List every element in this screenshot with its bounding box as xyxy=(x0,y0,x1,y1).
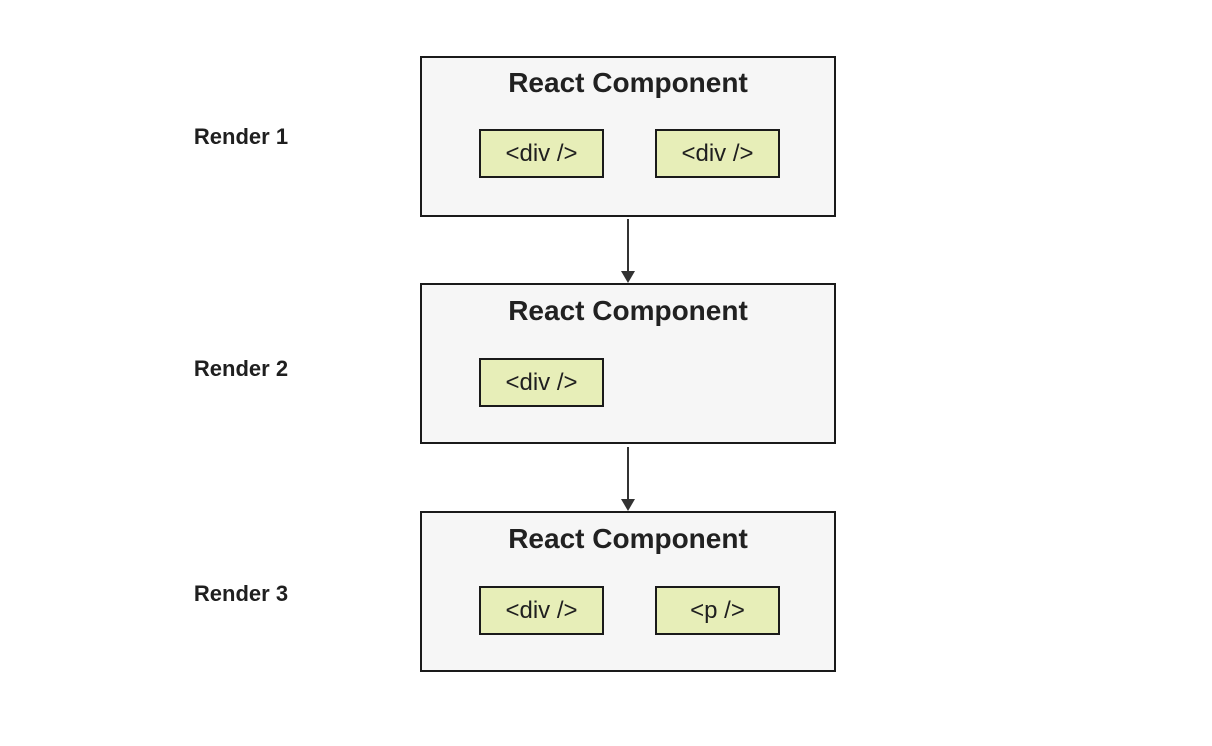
react-component-box-render-3: React Component <div /> <p /> xyxy=(420,511,836,672)
render-3-label: Render 3 xyxy=(193,581,289,606)
dom-element-div: <div /> xyxy=(655,129,780,178)
arrow-head xyxy=(621,271,635,283)
dom-element-div: <div /> xyxy=(479,129,604,178)
dom-element-p: <p /> xyxy=(655,586,780,635)
arrow-down-icon xyxy=(621,447,636,511)
arrow-head xyxy=(621,499,635,511)
elements-row: <div /> <p /> xyxy=(479,586,780,635)
arrow-down-icon xyxy=(621,219,636,283)
dom-element-div: <div /> xyxy=(479,586,604,635)
component-title: React Component xyxy=(508,67,748,98)
arrow-shaft xyxy=(627,219,629,273)
arrow-shaft xyxy=(627,447,629,501)
elements-row: <div /> <div /> xyxy=(479,129,780,178)
elements-row: <div /> xyxy=(479,358,604,407)
render-1-label: Render 1 xyxy=(193,124,289,149)
react-component-box-render-1: React Component <div /> <div /> xyxy=(420,56,836,217)
render-2-label: Render 2 xyxy=(193,356,289,381)
component-title: React Component xyxy=(508,523,748,554)
react-component-box-render-2: React Component <div /> xyxy=(420,283,836,444)
component-title: React Component xyxy=(508,295,748,326)
dom-element-div: <div /> xyxy=(479,358,604,407)
